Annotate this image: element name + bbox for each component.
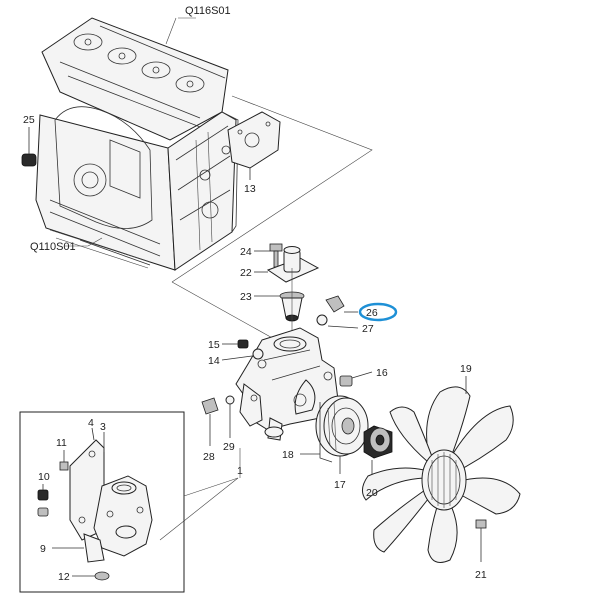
label-9: 9 [40,543,46,555]
label-25: 25 [23,114,35,126]
engine-block [35,17,239,271]
label-11: 11 [56,437,67,449]
cooling-fan-part-19 [362,376,521,563]
belt-part-18 [300,402,333,463]
pulley-part-17 [315,395,369,474]
spacer-part-20 [363,425,393,484]
label-17: 17 [334,479,346,491]
label-14: 14 [208,355,220,367]
label-28: 28 [203,451,215,463]
bolt-part-15 [222,339,249,349]
label-15: 15 [208,339,220,351]
label-24: 24 [240,246,252,258]
label-29: 29 [223,441,235,453]
label-18: 18 [282,449,294,461]
label-cylinder-head: Q116S01 [185,5,231,17]
callout-lines [64,17,373,341]
sensor-part-28 [201,397,219,446]
label-26: 26 [366,307,378,319]
fitting-part-26 [316,295,359,329]
inset-leader-lines [159,448,241,541]
label-21: 21 [475,569,487,581]
label-cylinder-block: Q110S01 [30,241,76,253]
thermostat-cover-part-22 [254,246,320,283]
plug-part-25 [21,127,37,167]
label-27: 27 [362,323,374,335]
thermostat-part-23 [254,291,305,322]
bolt-part-21 [475,519,487,562]
label-3: 3 [100,421,106,433]
label-10: 10 [38,471,50,483]
label-13: 13 [244,183,256,195]
thermostat-stack [254,243,320,338]
label-20: 20 [366,487,378,499]
label-1: 1 [237,465,243,477]
label-23: 23 [240,291,252,303]
label-22: 22 [240,267,252,279]
bolt-part-16 [339,371,373,387]
label-12: 12 [58,571,70,583]
part-labels: Q116S01 Q110S01 25 13 24 22 23 26 27 15 … [23,5,487,583]
label-19: 19 [460,363,472,375]
washer-part-29 [225,395,235,438]
highlight-ring [358,302,398,322]
washer-part-14 [221,348,264,361]
detail-inset [19,411,185,593]
label-16: 16 [376,367,388,379]
gasket-part-13 [227,111,281,180]
bolt-part-24 [254,243,283,268]
label-4: 4 [88,417,94,429]
